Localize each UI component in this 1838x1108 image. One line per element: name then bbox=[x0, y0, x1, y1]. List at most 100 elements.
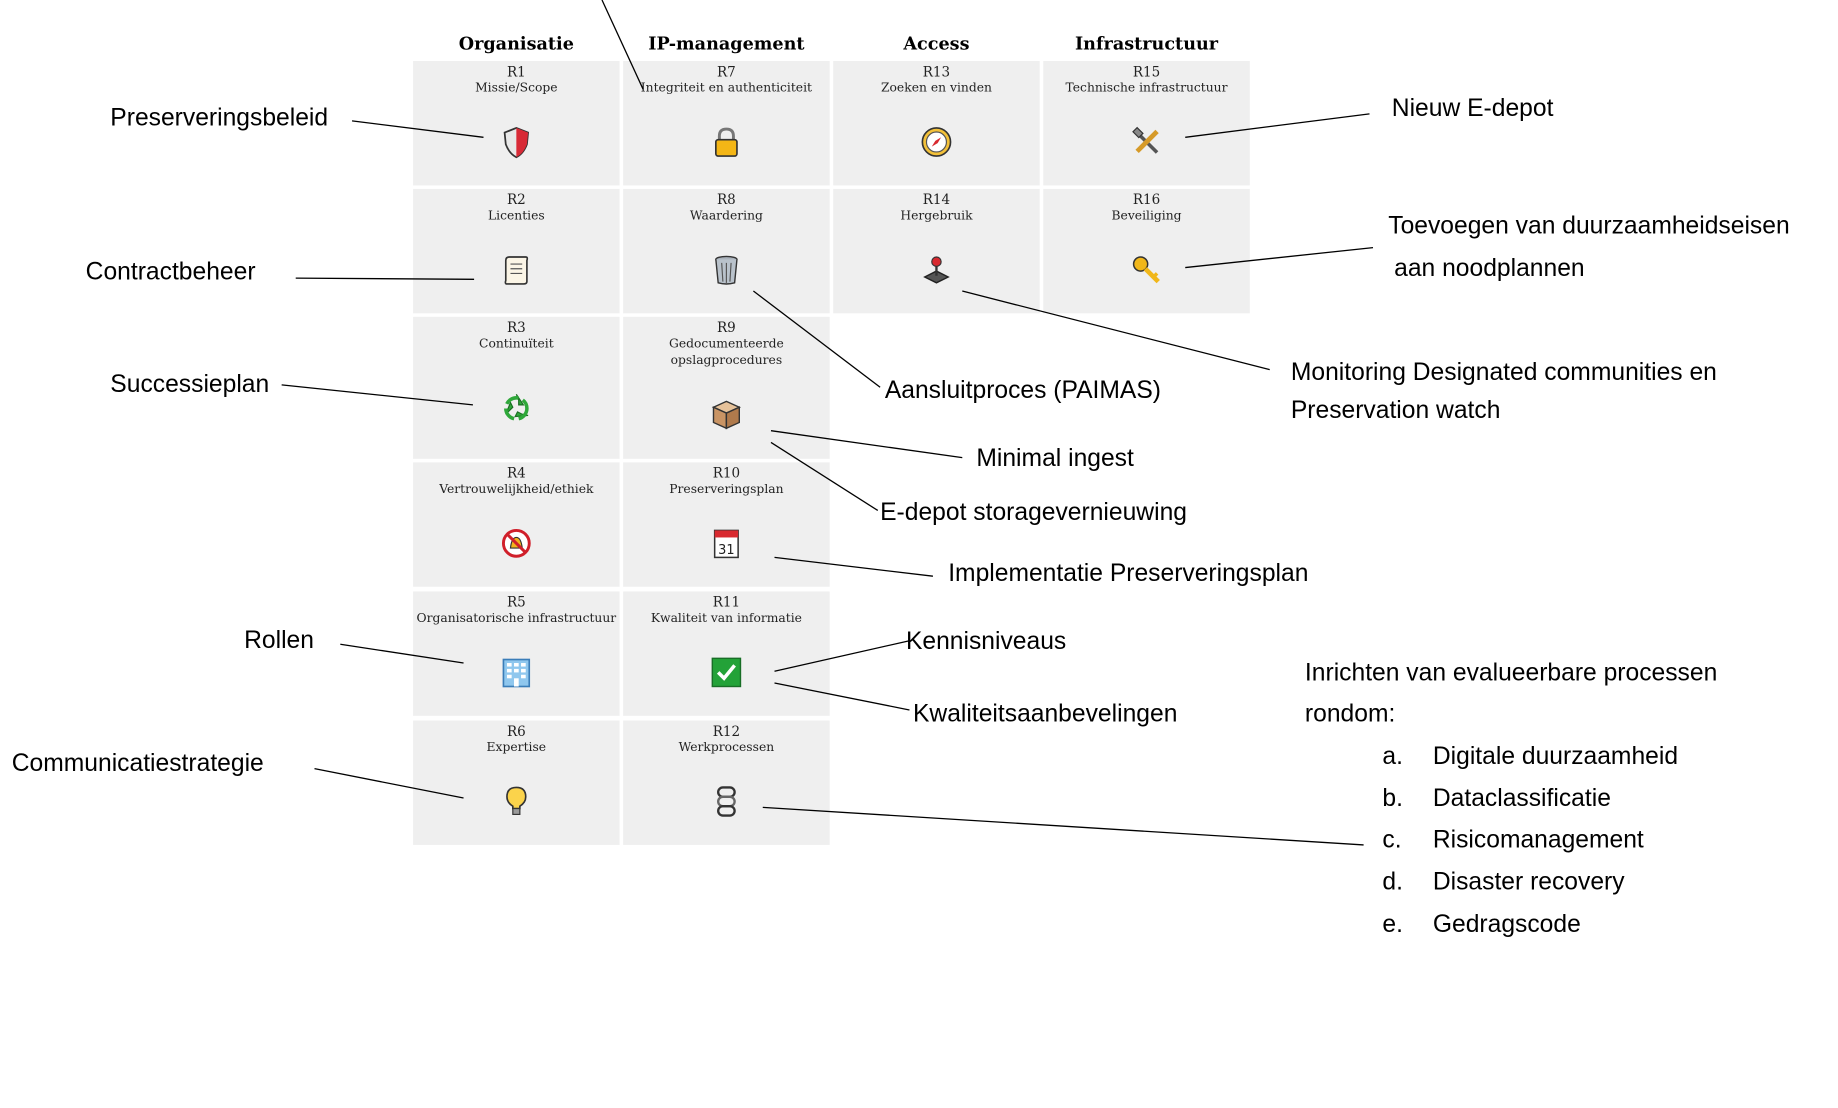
cell-r2: R2 Licenties bbox=[413, 188, 620, 314]
label-toevoegen-line1: Toevoegen van duurzaamheidseisen bbox=[1388, 212, 1790, 240]
cell-code: R5 bbox=[506, 593, 526, 611]
list-item: Risicomanagement bbox=[1432, 826, 1644, 854]
connector-preserveringsbeleid bbox=[351, 120, 484, 138]
cell-code: R3 bbox=[506, 319, 526, 336]
cell-title: Technische infrastructuur bbox=[1065, 80, 1228, 96]
connector-rollen bbox=[340, 643, 464, 664]
label-toevoegen-line2: aan noodplannen bbox=[1394, 254, 1585, 282]
cell-title: Hergebruik bbox=[900, 208, 973, 223]
label-aansluitproces: Aansluitproces (PAIMAS) bbox=[884, 376, 1162, 404]
label-inrichten-line2: rondom: bbox=[1304, 700, 1396, 728]
cell-code: R13 bbox=[922, 63, 951, 80]
cell-code: R8 bbox=[717, 191, 736, 208]
connector-successieplan bbox=[281, 384, 473, 406]
cell-title: Kwaliteit van informatie bbox=[650, 611, 802, 626]
connector-kennisniveaus bbox=[774, 640, 910, 672]
padlock-icon bbox=[715, 127, 738, 157]
list-marker: b. bbox=[1382, 785, 1403, 813]
cell-title: Licenties bbox=[487, 208, 545, 223]
list-marker: c. bbox=[1382, 826, 1402, 854]
cell-code: R6 bbox=[506, 722, 526, 740]
label-successieplan: Successieplan bbox=[110, 370, 270, 398]
cell-r1: R1 Missie/Scope bbox=[413, 61, 620, 186]
recycle-icon bbox=[504, 393, 529, 421]
cell-title: Preserveringsplan bbox=[669, 482, 784, 497]
label-monitoring-line1: Monitoring Designated communities en bbox=[1290, 359, 1717, 387]
label-communicatiestrategie: Communicatiestrategie bbox=[11, 749, 264, 777]
column-header-organisatie: Organisatie bbox=[458, 32, 574, 54]
key-icon bbox=[1132, 256, 1160, 284]
cell-title: Zoeken en vinden bbox=[880, 80, 992, 96]
list-marker: e. bbox=[1382, 910, 1403, 938]
cell-r3: R3 Continuïteit bbox=[413, 316, 620, 459]
connector-monitoring bbox=[962, 290, 1270, 371]
compass-icon bbox=[921, 127, 952, 157]
cell-r5: R5 Organisatorische infrastructuur bbox=[413, 591, 620, 716]
label-kwaliteitsaanbevelingen: Kwaliteitsaanbevelingen bbox=[912, 700, 1178, 728]
list-item: Disaster recovery bbox=[1432, 868, 1625, 896]
tools-icon bbox=[1132, 126, 1159, 154]
list-marker: d. bbox=[1382, 868, 1403, 896]
cell-r10: R10 Preserveringsplan 31 bbox=[623, 462, 830, 587]
label-monitoring-line2: Preservation watch bbox=[1290, 396, 1501, 424]
cell-title: Missie/Scope bbox=[475, 80, 558, 96]
cell-title: Waardering bbox=[689, 208, 763, 223]
chain-icon bbox=[717, 786, 736, 817]
cell-code: R4 bbox=[506, 464, 526, 482]
cell-title: Werkprocessen bbox=[678, 740, 775, 755]
label-storagevernieuwing: E-depot storagevernieuwing bbox=[880, 498, 1187, 526]
column-header-access: Access bbox=[903, 32, 970, 54]
connector-communicatiestrategie bbox=[314, 768, 464, 799]
cell-code: R12 bbox=[712, 722, 741, 740]
no-bell-icon bbox=[501, 528, 531, 558]
label-inrichten-line1: Inrichten van evalueerbare processen bbox=[1304, 659, 1718, 687]
label-rollen: Rollen bbox=[244, 626, 314, 654]
cell-r11: R11 Kwaliteit van informatie bbox=[623, 591, 830, 716]
cell-code: R7 bbox=[717, 63, 736, 80]
label-preserveringsbeleid: Preserveringsbeleid bbox=[110, 104, 329, 132]
cell-code: R2 bbox=[506, 191, 526, 208]
cell-code: R15 bbox=[1132, 63, 1161, 80]
cell-code: R1 bbox=[506, 63, 526, 80]
cell-r8: R8 Waardering bbox=[623, 188, 830, 314]
cell-r12: R12 Werkprocessen bbox=[623, 720, 830, 845]
shield-icon bbox=[503, 126, 530, 159]
cell-code: R11 bbox=[712, 593, 741, 611]
connector-lines bbox=[281, 0, 1374, 846]
connector-kwaliteitsaanbevelingen bbox=[774, 682, 910, 711]
cell-code: R16 bbox=[1132, 191, 1161, 208]
svg-text:31: 31 bbox=[718, 543, 734, 558]
package-icon bbox=[711, 400, 742, 430]
cell-title: Expertise bbox=[486, 740, 547, 755]
cell-r4: R4 Vertrouwelijkheid/ethiek bbox=[413, 462, 620, 587]
light-bulb-icon bbox=[506, 786, 527, 815]
cell-code: R14 bbox=[922, 191, 951, 208]
list-item: Gedragscode bbox=[1432, 910, 1581, 938]
cell-r9: R9 Gedocumenteerde opslagprocedures bbox=[623, 316, 830, 459]
office-building-icon bbox=[502, 658, 531, 688]
cell-r15: R15 Technische infrastructuur bbox=[1043, 61, 1250, 186]
wastebasket-icon bbox=[715, 255, 738, 285]
connector-processen bbox=[762, 806, 1364, 846]
check-box-icon bbox=[711, 657, 742, 688]
cell-r6: R6 Expertise bbox=[413, 720, 620, 845]
joystick-icon bbox=[923, 256, 950, 284]
cell-title: Gedocumenteerde opslagprocedures bbox=[668, 336, 784, 368]
list-item: Digitale duurzaamheid bbox=[1432, 742, 1679, 770]
connector-top bbox=[601, 0, 644, 90]
label-contractbeheer: Contractbeheer bbox=[85, 258, 256, 286]
cell-title: Organisatorische infrastructuur bbox=[416, 611, 617, 626]
label-kennisniveaus: Kennisniveaus bbox=[905, 627, 1067, 655]
list-marker: a. bbox=[1382, 742, 1403, 770]
connector-contractbeheer bbox=[295, 277, 475, 280]
cell-code: R9 bbox=[717, 319, 736, 336]
cell-r7: R7 Integriteit en authenticiteit bbox=[623, 61, 830, 186]
cell-title: Integriteit en authenticiteit bbox=[640, 80, 813, 96]
connector-storagevernieuwing bbox=[770, 441, 879, 512]
column-header-ip-management: IP-management bbox=[648, 32, 805, 54]
cell-title: Continuïteit bbox=[479, 336, 554, 351]
cell-title: Beveiliging bbox=[1111, 208, 1182, 223]
cell-code: R10 bbox=[712, 464, 741, 482]
column-header-infrastructuur: Infrastructuur bbox=[1074, 32, 1219, 54]
